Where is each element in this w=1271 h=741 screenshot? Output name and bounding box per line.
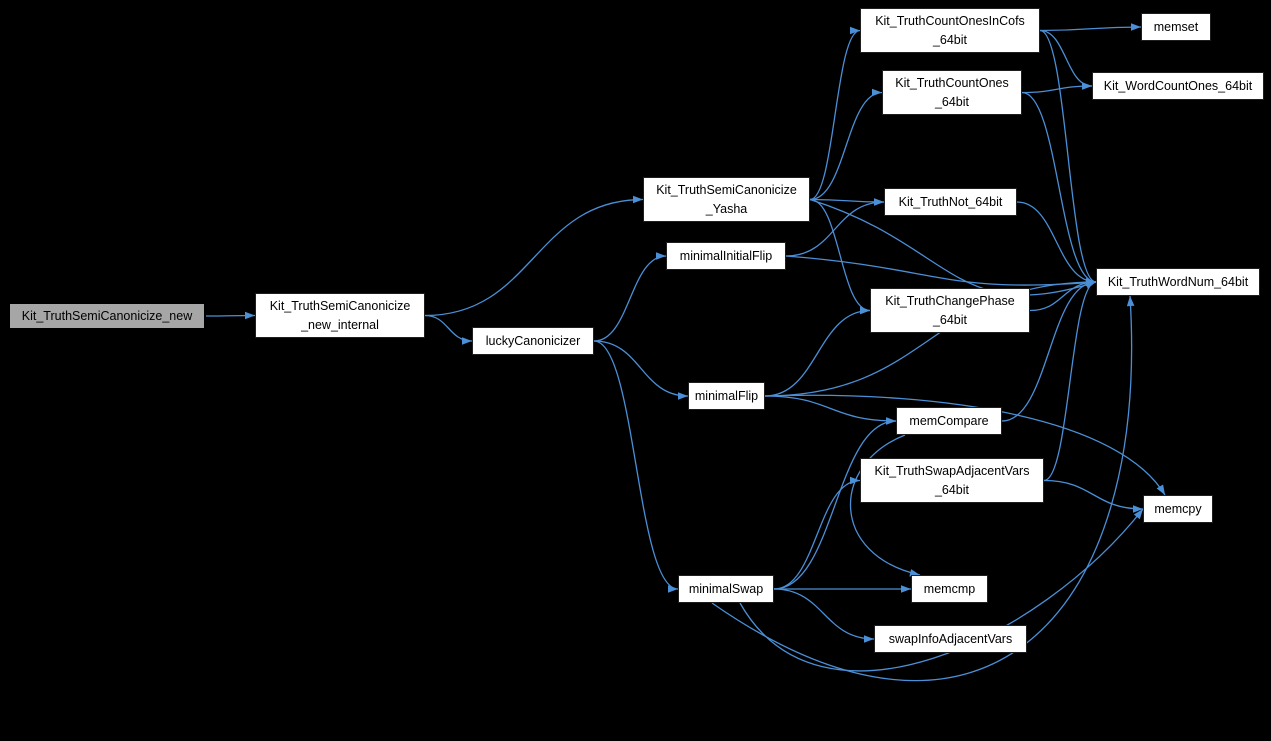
arrowhead-icon xyxy=(901,585,911,593)
call-edge-memCompare--memcmp xyxy=(849,434,921,576)
graph-node-changePhase[interactable]: Kit_TruthChangePhase _64bit xyxy=(870,288,1030,333)
graph-node-truthNot[interactable]: Kit_TruthNot_64bit xyxy=(884,188,1017,216)
graph-node-label: Kit_TruthSemiCanonicize _Yasha xyxy=(656,183,797,216)
graph-node-minFlip[interactable]: minimalFlip xyxy=(688,382,765,410)
call-edge-internal--yasha xyxy=(424,198,644,317)
arrowhead-icon xyxy=(1086,278,1096,286)
arrowhead-icon xyxy=(1133,505,1143,513)
call-edge-yasha--wordNum xyxy=(809,198,1097,296)
call-edge-minSwap--wordNum xyxy=(711,295,1133,682)
graph-node-label: Kit_TruthCountOnesInCofs _64bit xyxy=(875,14,1025,47)
arrowhead-icon xyxy=(656,252,666,260)
arrowhead-icon xyxy=(860,306,870,315)
call-edge-minInitFlip--wordNum xyxy=(785,255,1097,286)
call-edge-yasha--countOnes xyxy=(809,91,883,201)
call-edge-swapAdj--memcpy xyxy=(1043,479,1144,510)
call-edge-memCompare--wordNum xyxy=(1001,281,1097,422)
graph-node-label: Kit_WordCountOnes_64bit xyxy=(1103,78,1253,93)
graph-node-yasha[interactable]: Kit_TruthSemiCanonicize _Yasha xyxy=(643,177,810,222)
graph-node-minInitFlip[interactable]: minimalInitialFlip xyxy=(666,242,786,270)
call-edge-countCofs--memset xyxy=(1039,26,1142,32)
call-edge-minSwap--memcpy xyxy=(739,508,1144,672)
graph-node-memCompare[interactable]: memCompare xyxy=(896,407,1002,435)
call-edge-countOnes--wordCount xyxy=(1021,85,1093,94)
graph-node-label: luckyCanonicizer xyxy=(485,333,581,348)
graph-node-label: Kit_TruthSemiCanonicize_new xyxy=(21,308,193,323)
graph-node-label: swapInfoAdjacentVars xyxy=(888,631,1013,646)
graph-node-internal[interactable]: Kit_TruthSemiCanonicize _new_internal xyxy=(255,293,425,338)
call-edge-minSwap--swapAdj xyxy=(773,479,861,590)
arrowhead-icon xyxy=(633,195,643,204)
graph-node-minSwap[interactable]: minimalSwap xyxy=(678,575,774,603)
graph-node-memcpy[interactable]: memcpy xyxy=(1143,495,1213,523)
call-edge-yasha--countCofs xyxy=(809,29,861,201)
graph-node-label: Kit_TruthSwapAdjacentVars _64bit xyxy=(874,464,1030,497)
call-edge-yasha--truthNot xyxy=(809,198,885,203)
graph-node-new: Kit_TruthSemiCanonicize_new xyxy=(8,302,206,330)
call-edge-internal--lucky xyxy=(424,314,473,342)
arrowhead-icon xyxy=(1082,82,1092,90)
call-edge-lucky--minFlip xyxy=(593,340,689,397)
graph-node-wordCount[interactable]: Kit_WordCountOnes_64bit xyxy=(1092,72,1264,100)
arrowhead-icon xyxy=(1133,509,1143,520)
graph-node-label: minimalFlip xyxy=(694,388,759,403)
graph-node-label: Kit_TruthWordNum_64bit xyxy=(1107,274,1249,289)
graph-node-lucky[interactable]: luckyCanonicizer xyxy=(472,327,594,355)
graph-node-label: Kit_TruthSemiCanonicize _new_internal xyxy=(269,299,411,332)
graph-node-label: minimalInitialFlip xyxy=(679,248,773,263)
graph-node-label: memcpy xyxy=(1154,501,1202,516)
arrowhead-icon xyxy=(874,198,884,206)
arrowhead-icon xyxy=(872,88,882,97)
graph-node-wordNum[interactable]: Kit_TruthWordNum_64bit xyxy=(1096,268,1260,296)
arrowhead-icon xyxy=(909,569,920,577)
call-edge-minInitFlip--truthNot xyxy=(785,201,885,257)
graph-node-label: Kit_TruthChangePhase _64bit xyxy=(885,294,1015,327)
graph-node-swapAdj[interactable]: Kit_TruthSwapAdjacentVars _64bit xyxy=(860,458,1044,503)
graph-node-label: memcmp xyxy=(923,581,976,596)
arrowhead-icon xyxy=(245,311,255,320)
call-edge-lucky--minInitFlip xyxy=(593,255,667,342)
arrowhead-icon xyxy=(886,417,896,425)
graph-node-countOnes[interactable]: Kit_TruthCountOnes _64bit xyxy=(882,70,1022,115)
arrowhead-icon xyxy=(668,585,678,593)
call-edge-countCofs--wordNum xyxy=(1039,29,1097,283)
call-edge-countOnes--wordNum xyxy=(1021,91,1097,283)
arrowhead-icon xyxy=(462,337,472,345)
graph-node-label: minimalSwap xyxy=(688,581,764,596)
graph-node-label: Kit_TruthCountOnes _64bit xyxy=(895,76,1009,109)
call-edge-minFlip--wordNum xyxy=(764,281,1097,397)
call-edge-minSwap--swapInfo xyxy=(773,588,875,640)
graph-node-memset[interactable]: memset xyxy=(1141,13,1211,41)
call-edge-changePhase--wordNum xyxy=(1029,281,1097,312)
call-edge-minFlip--memCompare xyxy=(764,395,897,422)
call-edge-minFlip--changePhase xyxy=(764,309,871,397)
call-edge-swapAdj--wordNum xyxy=(1043,281,1097,482)
graph-node-countCofs[interactable]: Kit_TruthCountOnesInCofs _64bit xyxy=(860,8,1040,53)
arrowhead-icon xyxy=(1156,484,1165,495)
call-edge-lucky--minSwap xyxy=(593,340,679,590)
arrowhead-icon xyxy=(678,392,688,400)
arrowhead-icon xyxy=(1131,23,1141,31)
arrowhead-icon xyxy=(850,26,860,35)
graph-node-label: memCompare xyxy=(909,413,989,428)
graph-node-label: Kit_TruthNot_64bit xyxy=(898,194,1003,209)
graph-node-memcmp[interactable]: memcmp xyxy=(911,575,988,603)
call-edge-yasha--changePhase xyxy=(809,198,871,312)
graph-node-swapInfo[interactable]: swapInfoAdjacentVars xyxy=(874,625,1027,653)
graph-node-label: memset xyxy=(1153,19,1199,34)
call-edge-minSwap--memCompare xyxy=(773,420,897,590)
arrowhead-icon xyxy=(1126,296,1135,307)
call-edge-truthNot--wordNum xyxy=(1016,201,1097,283)
arrowhead-icon xyxy=(864,635,874,643)
